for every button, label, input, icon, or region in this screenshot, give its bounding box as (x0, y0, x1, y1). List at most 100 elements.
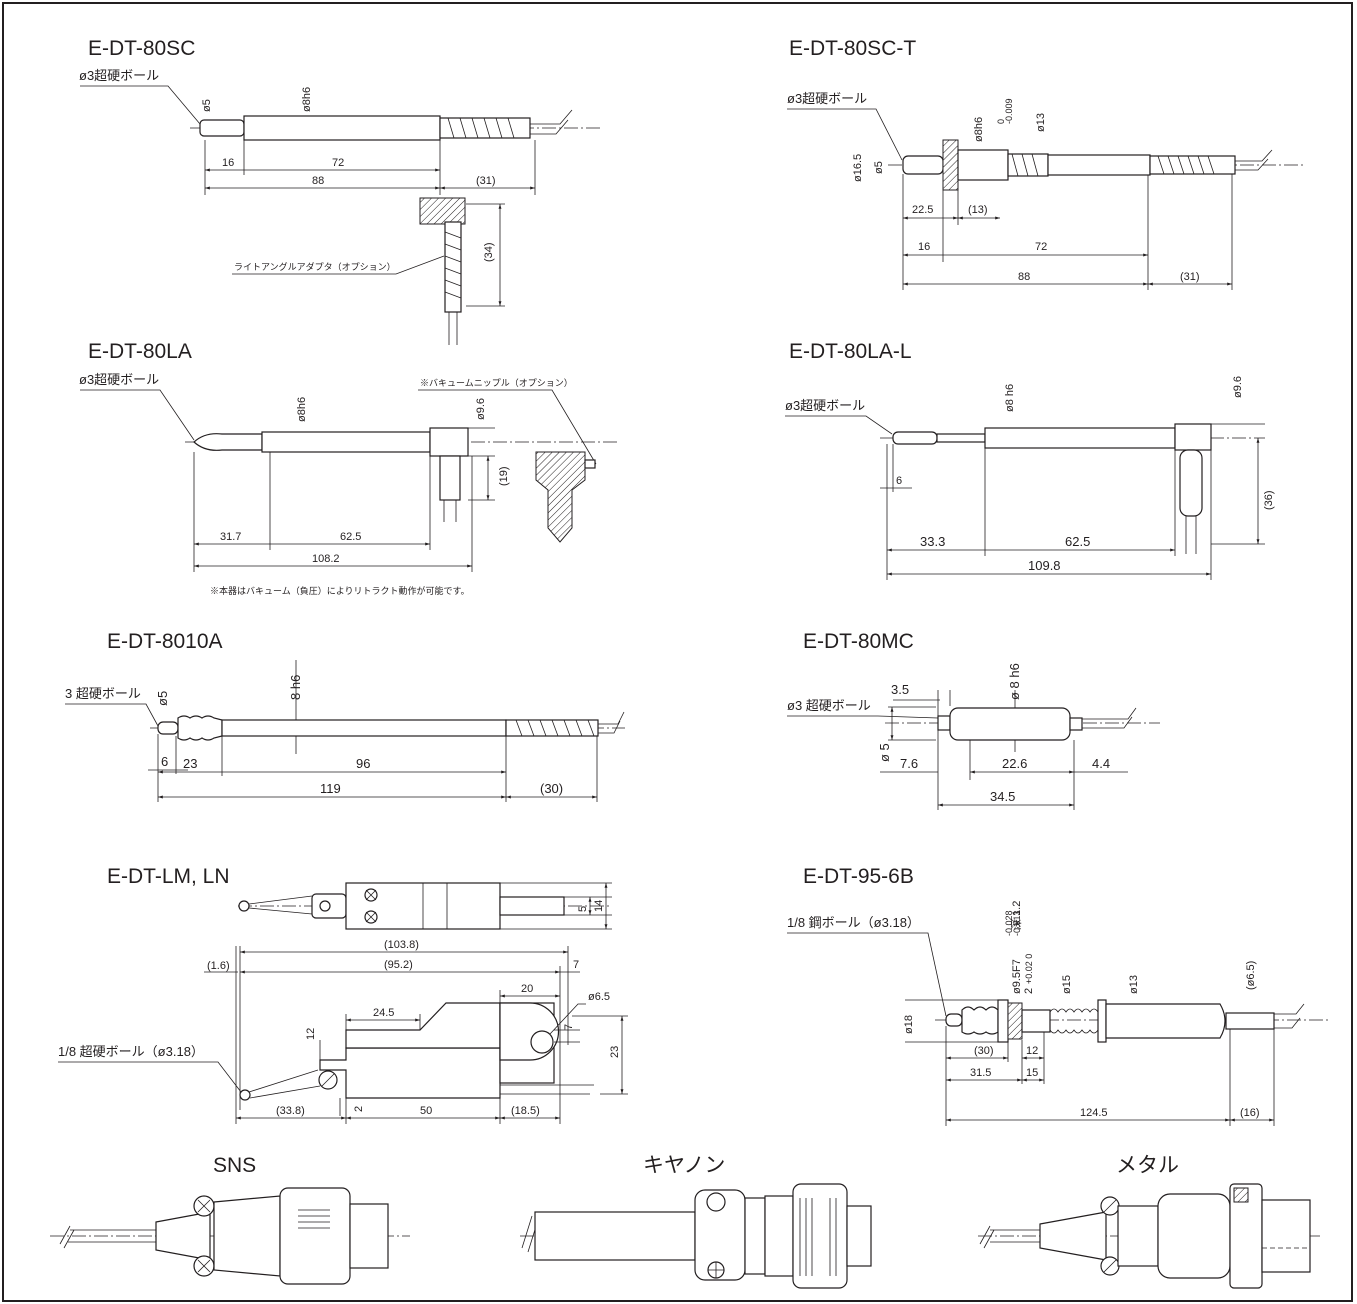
dim-14: 14 (593, 900, 605, 912)
title-e-dt-95-6b: E-DT-95-6B (803, 865, 914, 888)
ball-label: ø3超硬ボール (787, 91, 867, 106)
dim-16: 16 (918, 241, 930, 253)
dim-body-diameter: ø 8 h6 (1007, 663, 1022, 700)
dim-18: ø18 (903, 1015, 915, 1034)
figure-e-dt-80la: E-DT-80LA ø3超硬ボール ø8h6 ø9.6 (19) ※バキュームニ… (79, 340, 620, 596)
dim-30: (30) (540, 781, 563, 796)
ball-label: 1/8 超硬ボール（ø3.18） (58, 1044, 204, 1059)
dim-31-7: 31.7 (220, 531, 241, 543)
dim-6: 6 (896, 475, 902, 487)
vacuum-note: ※本器はバキューム（負圧）によりリトラクト動作が可能です。 (210, 585, 470, 596)
title-e-dt-80sc-t: E-DT-80SC-T (789, 37, 916, 60)
dim-30: (30) (974, 1045, 994, 1057)
dim-95-2: (95.2) (384, 959, 413, 971)
ball-label: ø3 超硬ボール (787, 698, 871, 713)
dim-23: 23 (183, 756, 197, 771)
dim-108-2: 108.2 (312, 553, 340, 565)
dim-7b: 7 (563, 1024, 575, 1030)
title-e-dt-80mc: E-DT-80MC (803, 630, 914, 653)
dim-7: 7 (573, 959, 579, 971)
dim-36: (36) (1263, 490, 1275, 510)
dim-96: 96 (356, 756, 370, 771)
dim-head-diameter: ø9.6 (1232, 376, 1244, 398)
dim-head-diameter: ø9.6 (475, 398, 487, 420)
dim-34-5: 34.5 (990, 789, 1015, 804)
dim-12: 12 (305, 1028, 317, 1040)
dim-4-4: 4.4 (1092, 756, 1110, 771)
dim-tip-diameter: ø 5 (877, 743, 892, 762)
dim-33-8: (33.8) (276, 1105, 305, 1117)
dim-bore: ø9.5F7 (1011, 959, 1023, 994)
connector-label-canon: キヤノン (643, 1154, 725, 1177)
dim-body-tolerance-bottom: -0.009 (1004, 98, 1014, 124)
dim-body-diameter: ø8h6 (296, 397, 308, 422)
dim-tip-diameter: ø5 (155, 691, 170, 706)
dim-body-diameter: 8 h6 (288, 675, 303, 700)
dim-72: 72 (332, 157, 344, 169)
ball-label: ø3超硬ボール (79, 68, 159, 83)
dim-20: 20 (521, 983, 533, 995)
adapter-label: ライトアングルアダプタ（オプション） (234, 261, 396, 272)
dim-body-tolerance-top: 0 (996, 119, 1006, 124)
dim-body-diameter: ø8 h6 (1004, 384, 1016, 412)
title-e-dt-80la: E-DT-80LA (88, 340, 192, 363)
dim-outer-diameter: ø16.5 (852, 154, 864, 182)
dim-119: 119 (320, 781, 341, 796)
dim-6: 6 (161, 754, 168, 769)
dim-22-6: 22.6 (1002, 756, 1027, 771)
dim-6-5: (ø6.5) (1245, 961, 1257, 990)
dim-2: 2 (353, 1106, 365, 1112)
connector-sns: SNS (50, 1154, 410, 1285)
dim-tip-diameter: ø5 (873, 161, 885, 174)
dim-103-8: (103.8) (384, 939, 419, 951)
figure-e-dt-lm-ln: E-DT-LM, LN 5 14 (103.8) (1.6) (95.2) 7 (58, 865, 628, 1124)
dim-72: 72 (1035, 241, 1047, 253)
dim-23: 23 (609, 1046, 621, 1058)
connector-label-metal: メタル (1116, 1154, 1179, 1177)
title-e-dt-lm-ln: E-DT-LM, LN (107, 865, 230, 888)
title-e-dt-80la-l: E-DT-80LA-L (789, 340, 912, 363)
dim-3-5: 3.5 (891, 682, 909, 697)
dim-16: 16 (222, 157, 234, 169)
title-e-dt-8010a: E-DT-8010A (107, 630, 223, 653)
connector-metal: メタル (978, 1154, 1320, 1289)
dim-62-5: 62.5 (1065, 534, 1090, 549)
dim-nut-diameter: ø13 (1035, 113, 1047, 132)
dim-12: 12 (1026, 1045, 1038, 1057)
dim-1-6: (1.6) (207, 960, 230, 972)
dim-109-8: 109.8 (1028, 558, 1061, 573)
dim-22-5: 22.5 (912, 204, 933, 216)
dim-depth: 深 1.2 (1010, 901, 1023, 930)
title-e-dt-80sc: E-DT-80SC (88, 37, 195, 60)
dim-2-tol: +0.02 0 (1024, 954, 1034, 984)
dim-15: ø15 (1061, 975, 1073, 994)
dim-drop: (19) (498, 466, 510, 486)
connector-label-sns: SNS (213, 1154, 256, 1177)
dim-16: (16) (1240, 1107, 1260, 1119)
ball-label: ø3超硬ボール (785, 398, 865, 413)
figure-e-dt-95-6b: E-DT-95-6B 1/8 鋼ボール（ø3.18） ø18 ø9.5F7 -0… (787, 865, 1330, 1126)
dim-tip-diameter: ø5 (201, 99, 213, 112)
dim-15b: 15 (1026, 1067, 1038, 1079)
dim-50: 50 (420, 1105, 432, 1117)
ball-label: ø3超硬ボール (79, 372, 159, 387)
dim-31: (31) (1180, 271, 1200, 283)
ball-label: 1/8 鋼ボール（ø3.18） (787, 915, 920, 930)
figure-e-dt-80mc: E-DT-80MC ø3 超硬ボール 3.5 ø 8 h6 ø 5 7.6 22… (787, 630, 1160, 810)
dim-18-5: (18.5) (511, 1105, 540, 1117)
figure-e-dt-80sc-t: E-DT-80SC-T ø3超硬ボール ø16.5 ø5 ø8h6 0 -0.0… (787, 37, 1305, 290)
dim-body-diameter: ø8h6 (301, 87, 313, 112)
figure-e-dt-8010a: E-DT-8010A 3 超硬ボール ø5 8 h6 6 23 96 119 (… (65, 630, 625, 802)
dim-7-6: 7.6 (900, 756, 918, 771)
figure-e-dt-80la-l: E-DT-80LA-L ø3超硬ボール ø8 h6 ø9.6 (36) 6 33… (785, 340, 1275, 580)
dim-bore-tol-top: -0.028 (1004, 910, 1014, 936)
nipple-label: ※バキュームニップル（オプション） (420, 378, 573, 388)
dim-13: ø13 (1128, 975, 1140, 994)
dim-62-5: 62.5 (340, 531, 361, 543)
dim-5: 5 (577, 906, 589, 912)
dim-88: 88 (1018, 271, 1030, 283)
ball-label: 3 超硬ボール (65, 686, 141, 701)
dim-body-diameter: ø8h6 (973, 117, 985, 142)
